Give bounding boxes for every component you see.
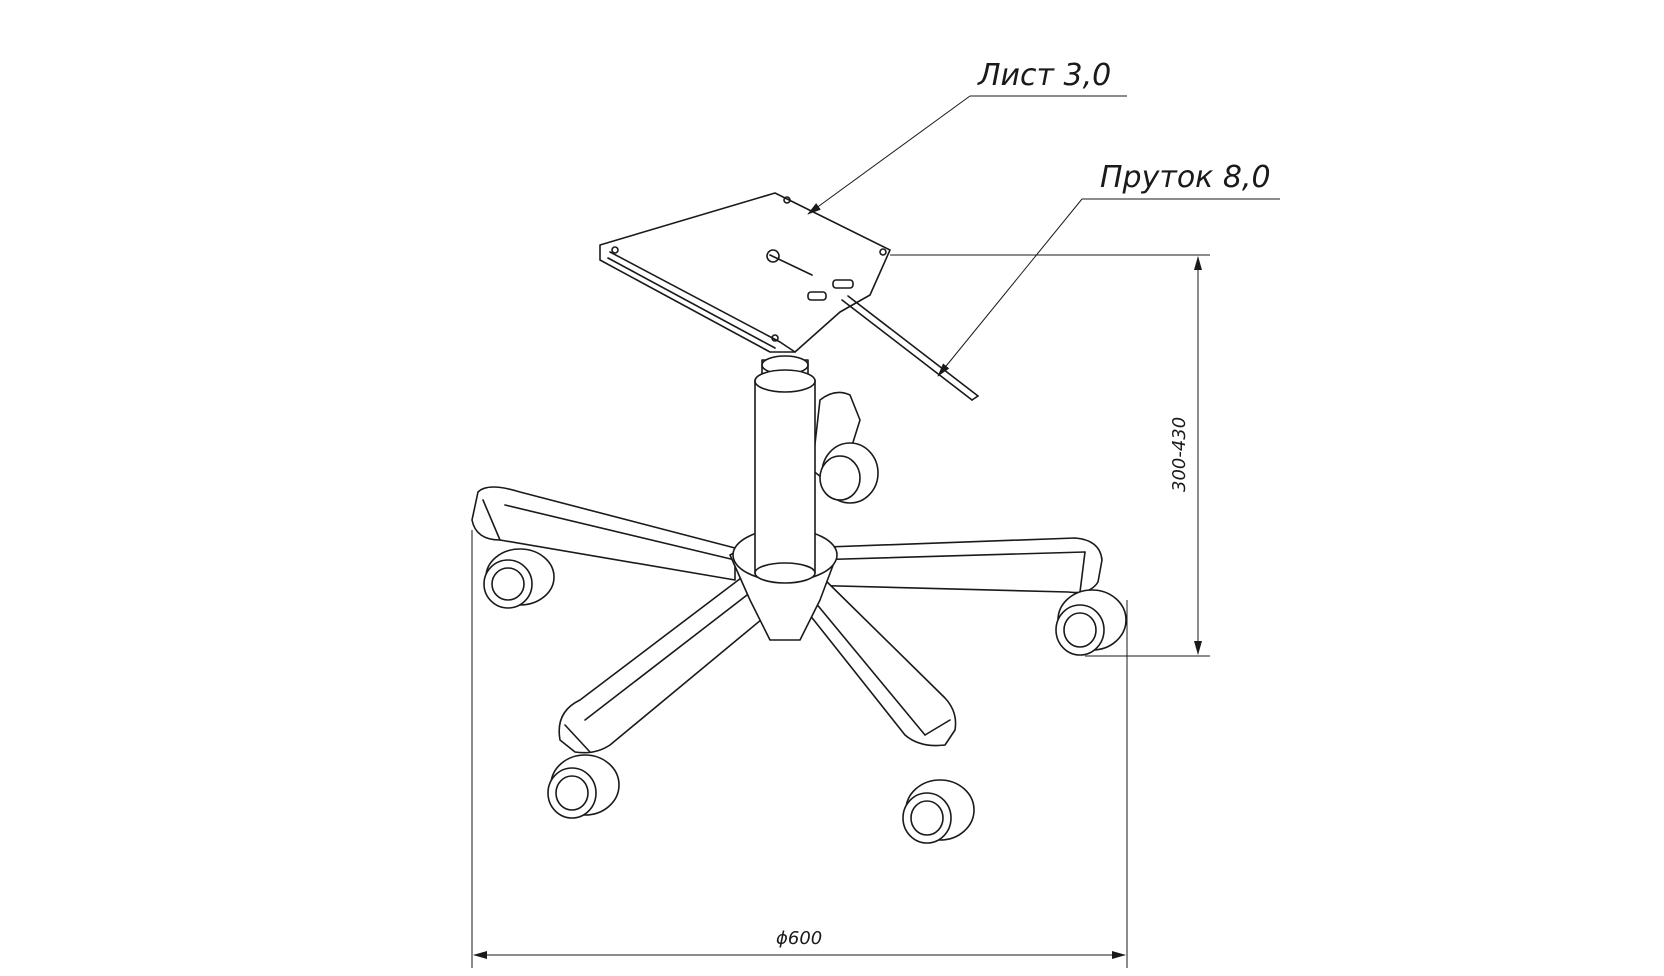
caster-front-left [547,754,620,819]
caster-back-left [483,548,555,609]
height-dimension-label: 300-430 [1169,417,1190,492]
rod-callout-label: Пруток 8,0 [1100,160,1271,195]
base-leg-right [799,537,1103,594]
diameter-dimension [471,530,1128,968]
sheet-callout-label: Лист 3,0 [977,58,1111,93]
caster-front-right [902,779,975,844]
control-rod [841,295,979,401]
base-leg-back-left [471,486,736,581]
caster-right [1055,589,1127,656]
leader-rod [937,198,1280,377]
base-leg-front-right [789,574,957,747]
leader-sheet [807,95,1127,215]
height-dimension [890,254,1210,657]
casters [483,442,1127,844]
caster-back [819,442,879,504]
diameter-dimension-label: ϕ600 [776,928,822,949]
seat-plate [599,192,891,353]
gas-lift [754,355,816,584]
base-leg-front-left [558,574,786,754]
